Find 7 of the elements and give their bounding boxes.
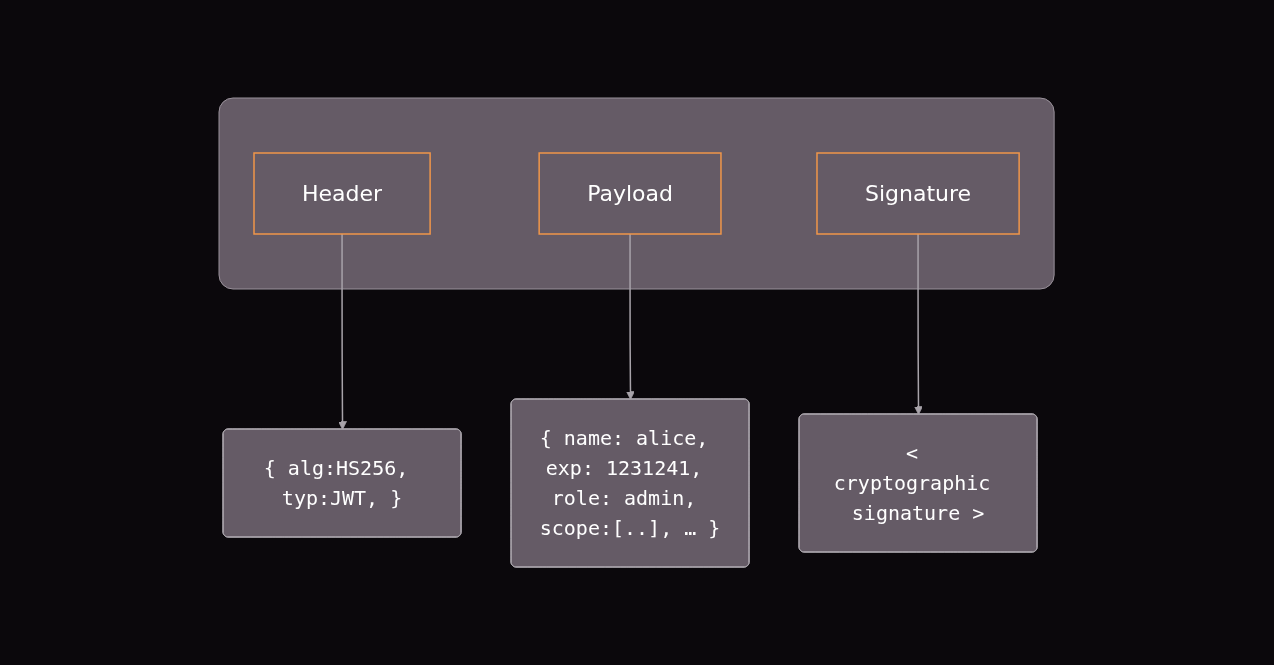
arrow [626, 233, 636, 400]
node-box: Header [253, 152, 432, 235]
node-box: Payload [538, 152, 723, 235]
node-box: Signature [816, 152, 1021, 235]
cluster [218, 97, 1056, 290]
arrow [914, 233, 924, 415]
arrow [338, 233, 348, 430]
